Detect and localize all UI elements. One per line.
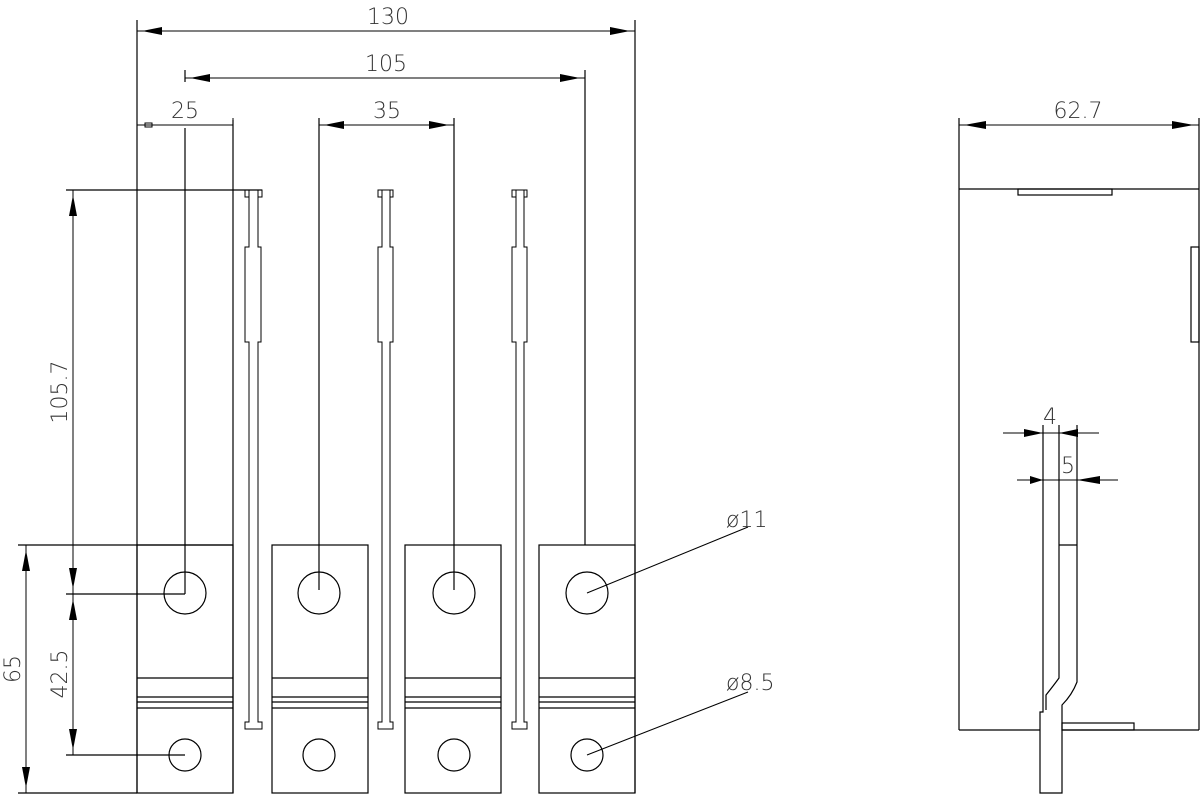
dimension-35: 35: [319, 99, 454, 129]
dimension-label-4: 4: [1043, 405, 1057, 430]
leader-diameter-11: ø11: [586, 508, 767, 594]
dimension-4: 4: [1003, 405, 1099, 437]
dimension-130: 130: [137, 5, 635, 35]
dimension-label-d11: ø11: [726, 508, 767, 533]
separator-2: [377, 189, 394, 730]
large-hole: [432, 571, 476, 615]
large-hole: [297, 571, 341, 615]
dimension-label-65: 65: [1, 655, 26, 683]
dimension-label-25: 25: [171, 99, 199, 124]
small-hole: [437, 738, 471, 772]
bottom-tab: [1061, 722, 1135, 731]
dimension-65: 65: [1, 545, 30, 793]
small-hole: [570, 738, 604, 772]
front-view: 130 105 25 35 105.7: [1, 5, 774, 794]
dimension-62-7: 62.7: [959, 99, 1199, 129]
dimension-label-5: 5: [1061, 454, 1075, 479]
large-hole: [163, 571, 207, 615]
terminal-inner-edge: [1045, 425, 1060, 710]
dimension-5: 5: [1017, 454, 1118, 484]
dimension-label-35: 35: [373, 99, 401, 124]
terminal-4: [538, 544, 636, 794]
dimension-105: 105: [185, 52, 585, 82]
dimension-label-42-5: 42.5: [48, 650, 73, 699]
dimension-label-d8-5: ø8.5: [726, 671, 774, 696]
dimension-label-130: 130: [367, 5, 409, 30]
dimension-label-105-7: 105.7: [48, 361, 73, 424]
small-hole: [302, 738, 336, 772]
top-tab: [1017, 188, 1113, 196]
terminal-2: [271, 544, 369, 794]
dimension-25: 25: [137, 99, 234, 130]
separator-1: [244, 189, 263, 730]
side-view: 62.7 4 5: [958, 99, 1200, 794]
separator-3: [511, 189, 528, 730]
dimension-105-7: 105.7: [48, 190, 77, 594]
terminal-3: [404, 544, 502, 794]
dimension-label-105: 105: [365, 52, 407, 77]
dimension-42-5: 42.5: [48, 594, 77, 755]
large-hole: [565, 571, 609, 615]
dimension-label-62-7: 62.7: [1054, 99, 1103, 124]
terminal-profile: [1039, 425, 1078, 794]
side-tab: [1190, 246, 1200, 343]
leader-diameter-8-5: ø8.5: [586, 671, 774, 756]
